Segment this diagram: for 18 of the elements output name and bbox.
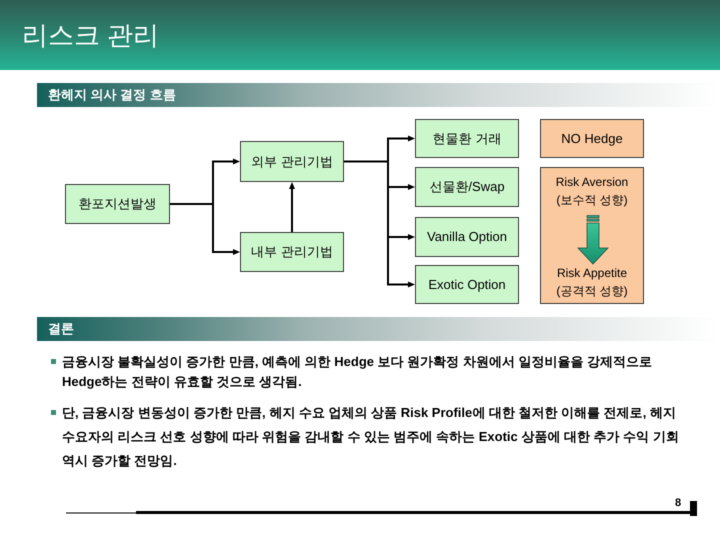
process-box: Exotic Option: [415, 265, 519, 304]
arrow: [344, 160, 415, 288]
process-box: 환포지션발생: [65, 184, 170, 224]
page-title: 리스크 관리: [22, 19, 160, 52]
label-text: Risk Appetite (공격적 성향): [555, 265, 629, 300]
result-box: NO Hedge: [540, 119, 644, 158]
bullet-text: 단, 금융시장 변동성이 증가한 만큼, 헤지 수요 업체의 상품 Risk Profile에 대한 철저한 이해를 전제로, 헤지 수요자의 리스크 선호 성향에 따라 위험을 감내할 수 있는 범주에 속하는 Exotic 상품에 대한 추가 수익 기회 역시 증가할 전망임.: [62, 404, 680, 470]
arrow: [170, 203, 240, 255]
label-text: Risk Aversion (보수적 성향): [554, 174, 630, 209]
result-box: [540, 167, 644, 304]
process-box: 내부 관리기법: [240, 232, 344, 272]
process-box: 선물환/Swap: [415, 167, 519, 207]
page-number: 8: [675, 497, 682, 510]
process-box: Vanilla Option: [415, 217, 519, 257]
process-box: 현물환 거래: [415, 119, 519, 158]
arrow: [289, 182, 295, 232]
process-box: 외부 관리기법: [240, 141, 344, 182]
bullet-text: 금융시장 불확실성이 증가한 만큼, 예측에 의한 Hedge 보다 원가확정 차원에서 일정비율을 강제적으로 Hedge하는 전략이 유효할 것으로 생각됨.: [62, 353, 654, 391]
